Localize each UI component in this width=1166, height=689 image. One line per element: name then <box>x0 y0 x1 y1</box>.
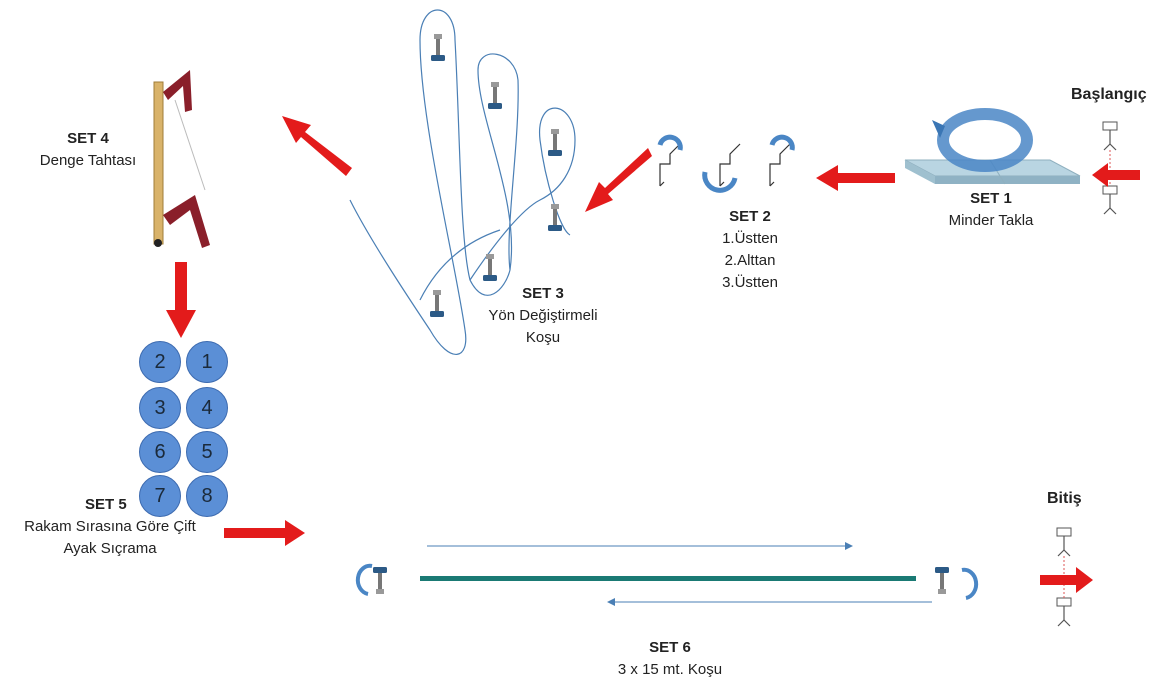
set4-desc: Denge Tahtası <box>39 152 137 169</box>
cone-icon <box>488 82 502 109</box>
set5-label: SET 5 Rakam Sırasına Göre Çift Ayak Sıçr… <box>5 494 215 560</box>
set3-zigzag-path <box>349 9 576 355</box>
cone-icon <box>935 567 949 594</box>
red-arrow-icon <box>1092 163 1140 187</box>
set2-step: 2.Alttan <box>724 252 776 269</box>
set5-title: SET 5 <box>85 496 127 513</box>
jump-circle: 4 <box>186 387 228 429</box>
set2-hurdles <box>657 134 795 193</box>
set6-title: SET 6 <box>649 639 691 656</box>
jump-circle: 1 <box>186 341 228 383</box>
finish-label: Bitiş <box>1047 490 1082 507</box>
set4-label: SET 4 Denge Tahtası <box>18 128 158 172</box>
red-arrow-icon <box>166 310 196 338</box>
set4-title: SET 4 <box>67 130 109 147</box>
set3-desc: Koşu <box>525 329 561 346</box>
rotate-arrow-icon <box>702 171 738 193</box>
set6-run-lane <box>355 542 979 606</box>
set3-cones <box>430 34 562 317</box>
rotate-arrow-icon <box>769 134 795 151</box>
rotate-arrow-icon <box>657 134 683 151</box>
set5-desc: Rakam Sırasına Göre Çift <box>24 518 196 535</box>
set1-label: SET 1 Minder Takla <box>931 188 1051 232</box>
cone-icon <box>373 567 387 594</box>
set2-step: 1.Üstten <box>722 230 778 247</box>
gate-icon <box>1056 527 1072 557</box>
set2-step: 3.Üstten <box>722 274 778 291</box>
set2-label: SET 2 1.Üstten 2.Alttan 3.Üstten <box>700 206 800 294</box>
hurdle-icon <box>769 143 791 187</box>
set6-desc: 3 x 15 mt. Koşu <box>617 661 723 678</box>
cone-icon <box>548 204 562 231</box>
gate-icon <box>1102 121 1118 151</box>
set1-title: SET 1 <box>970 190 1012 207</box>
set3-title: SET 3 <box>522 285 564 302</box>
red-arrow-icon <box>282 116 352 176</box>
gate-icon <box>1102 185 1118 215</box>
jump-circle: 7 <box>139 475 181 517</box>
cone-icon <box>431 34 445 61</box>
set2-title: SET 2 <box>729 208 771 225</box>
rotate-arrow-icon <box>932 108 1033 172</box>
red-arrow-icon <box>816 165 895 191</box>
set1-desc: Minder Takla <box>948 212 1034 229</box>
red-arrow-icon <box>1040 567 1093 593</box>
jump-circle: 3 <box>139 387 181 429</box>
gate-icon <box>1056 597 1072 627</box>
jump-circle: 2 <box>139 341 181 383</box>
set5-desc: Ayak Sıçrama <box>63 540 157 557</box>
red-arrow-icon <box>585 148 652 212</box>
set6-label: SET 6 3 x 15 mt. Koşu <box>590 637 750 681</box>
start-label: Başlangıç <box>1071 86 1147 103</box>
set4-balance-beam <box>153 70 210 248</box>
rotate-arrow-icon <box>961 567 979 600</box>
cone-icon <box>548 129 562 156</box>
jump-circle: 8 <box>186 475 228 517</box>
jump-circle: 6 <box>139 431 181 473</box>
red-arrow-icon <box>224 520 305 546</box>
rotate-arrow-icon <box>355 563 373 596</box>
set3-label: SET 3 Yön Değiştirmeli Koşu <box>468 283 618 349</box>
cone-icon <box>430 290 444 317</box>
jump-circle: 5 <box>186 431 228 473</box>
set3-desc: Yön Değiştirmeli <box>488 307 598 324</box>
red-arrow-icon <box>175 262 187 312</box>
hurdle-icon <box>659 143 681 187</box>
